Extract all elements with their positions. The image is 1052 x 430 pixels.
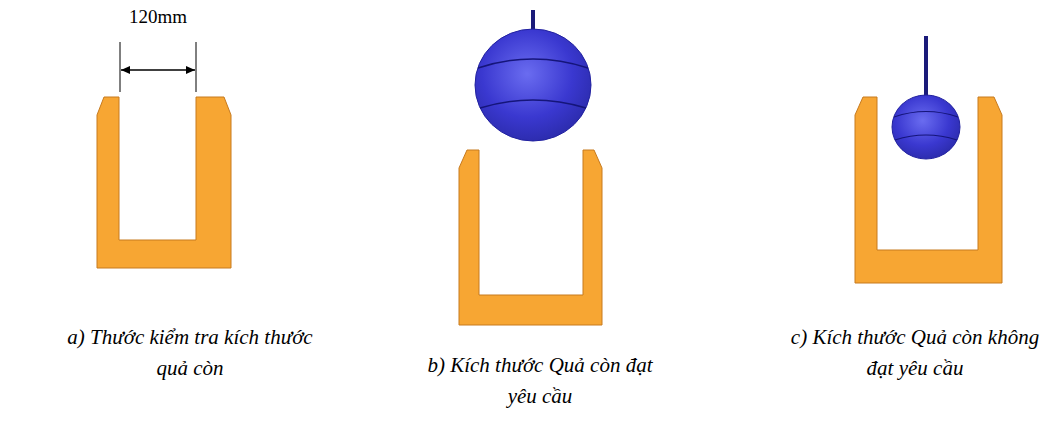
caption: b) Kích thước Quả còn đạt yêu cầu — [425, 350, 655, 412]
caption: a) Thước kiểm tra kích thước quả còn — [65, 322, 315, 384]
extension-line — [196, 42, 197, 92]
string — [531, 10, 535, 30]
ball-seam — [895, 135, 957, 140]
string — [924, 36, 928, 96]
ball — [475, 29, 591, 141]
extension-line — [120, 42, 121, 92]
ball — [892, 95, 960, 159]
gauge — [459, 150, 602, 325]
dimension-label: 120mm — [98, 6, 218, 28]
dimension-arrow — [121, 69, 195, 71]
ball-seam — [480, 100, 586, 108]
gauge — [97, 97, 231, 268]
caption: c) Kích thước Quả còn không đạt yêu cầu — [790, 322, 1040, 384]
ball-seam — [894, 112, 958, 118]
ball-seam — [478, 59, 588, 68]
